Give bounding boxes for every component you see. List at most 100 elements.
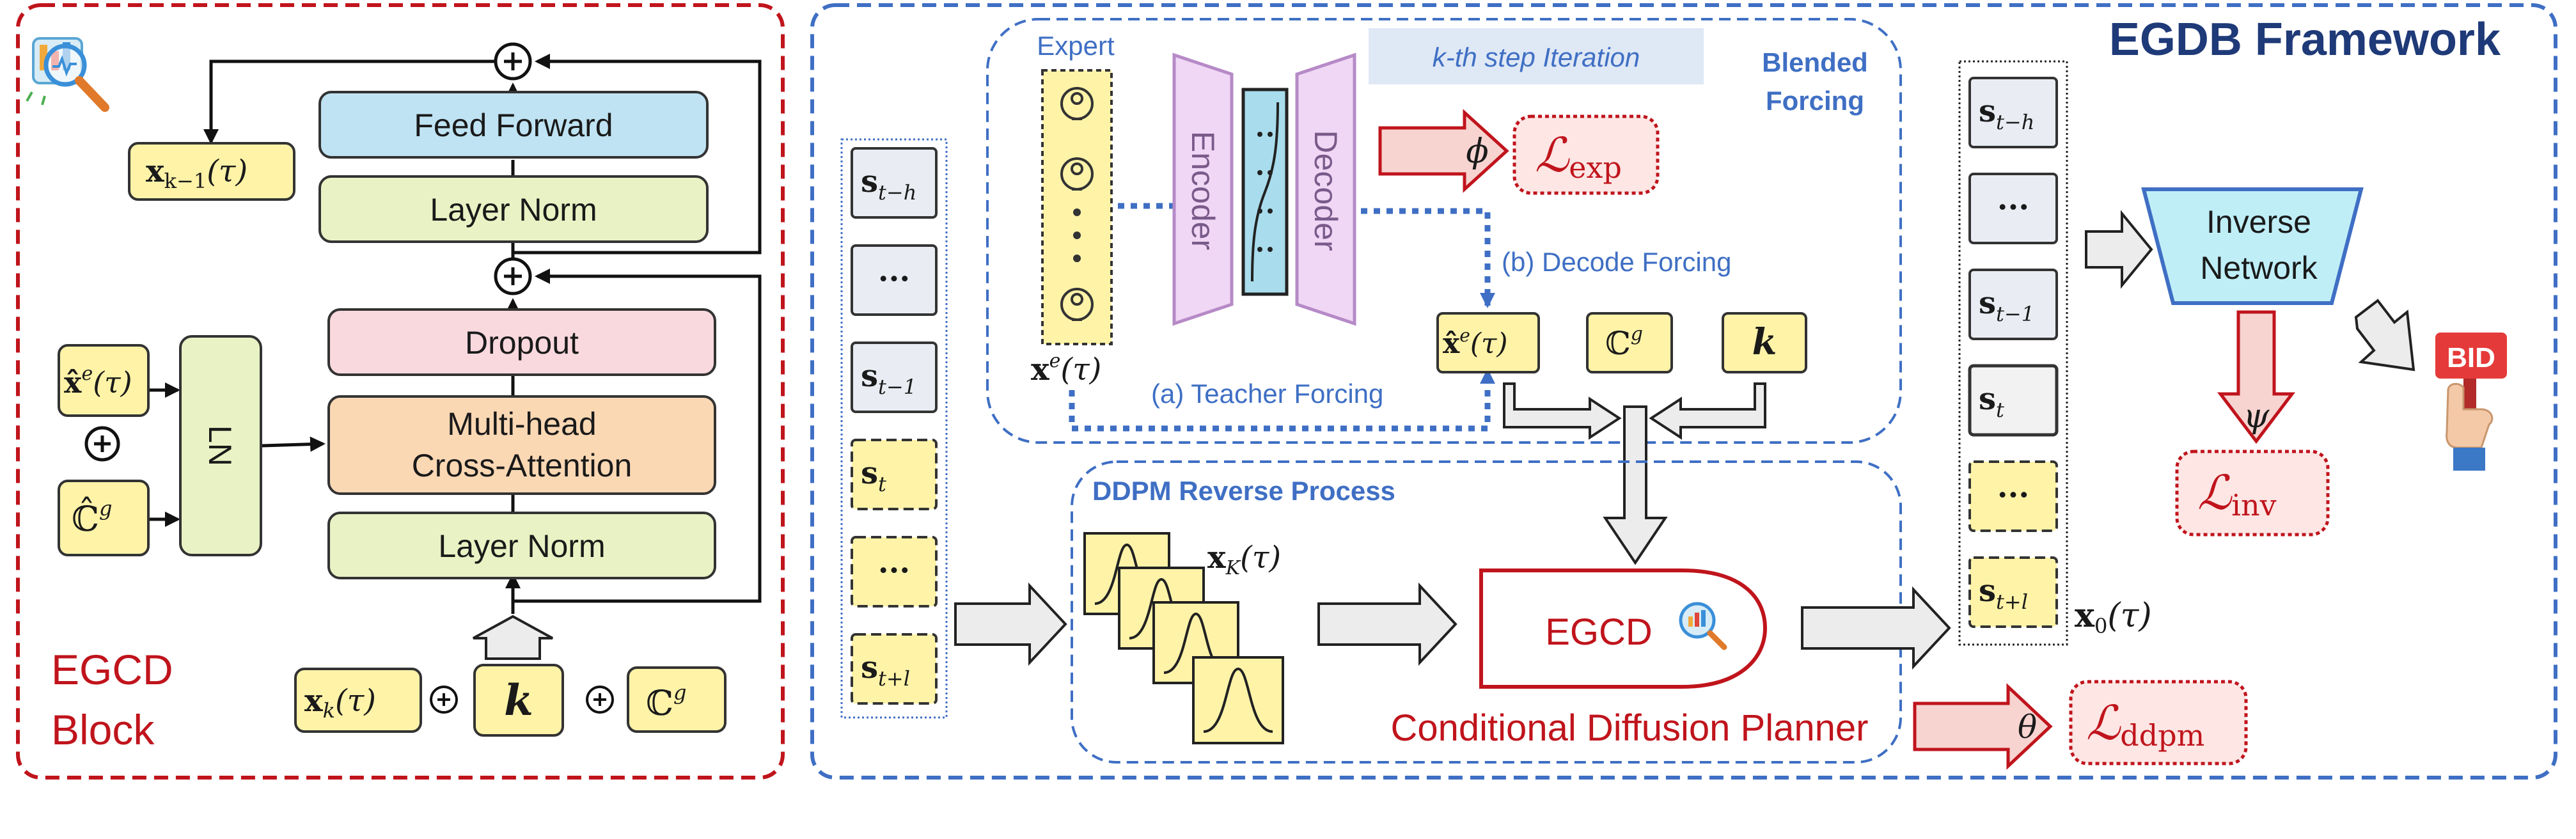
left-state-label: st−h xyxy=(861,164,916,205)
add-bottom-2-icon xyxy=(586,686,614,714)
xe-label: xe(τ) xyxy=(1031,350,1101,388)
egcd-magnifier-icon xyxy=(1679,602,1727,650)
x-k-minus-1-label: xk−1(τ) xyxy=(146,153,247,193)
egdb-framework-title: EGDB Framework xyxy=(2109,14,2501,65)
right-state-label: st xyxy=(1979,381,2004,422)
blended-forcing-label-2: Forcing xyxy=(1766,86,1864,116)
layer-norm-top-label: Layer Norm xyxy=(430,192,597,228)
merge-down-arrow xyxy=(1603,405,1668,565)
bid-paddle-icon: BID xyxy=(2435,333,2507,471)
right-state-label: st−h xyxy=(1979,93,2034,134)
expert-label: Expert xyxy=(1037,31,1115,61)
c-hat-box xyxy=(58,480,150,556)
ddpm-title: DDPM Reverse Process xyxy=(1092,476,1395,506)
right-state-box xyxy=(1968,364,2059,437)
loss-inv-box xyxy=(2175,450,2330,537)
phi-arrow xyxy=(1378,109,1509,193)
egcd-connectors xyxy=(148,54,762,614)
loss-inv-label: ℒinv xyxy=(2197,466,2277,522)
decoder-block xyxy=(1295,52,1356,326)
left-state-label: st−1 xyxy=(861,358,916,399)
kth-iteration-banner xyxy=(1369,28,1704,84)
inverse-to-bid-arrow xyxy=(2354,299,2415,372)
egcd-block-title-2: Block xyxy=(51,706,155,753)
states-to-ddpm-arrow xyxy=(954,582,1067,666)
expert-column xyxy=(1041,69,1113,345)
add-mid-icon xyxy=(494,257,532,295)
left-state-box xyxy=(851,633,938,705)
xk-input-box xyxy=(294,668,422,733)
right-state-label: ··· xyxy=(1997,477,2029,513)
right-state-box xyxy=(1968,173,2058,244)
left-state-label: st+l xyxy=(861,650,910,691)
right-state-box xyxy=(1968,77,2058,148)
egcd-block-panel xyxy=(16,3,785,780)
right-state-label: st−1 xyxy=(1979,285,2034,326)
states-left-group: st−h ··· st−1 st ··· st+l xyxy=(851,147,938,705)
phi-label: ϕ xyxy=(1466,132,1488,171)
kth-iteration-label: k-th step Iteration xyxy=(1433,42,1640,72)
egcd-planner-shape xyxy=(1479,568,1768,689)
theta-label: θ xyxy=(2018,709,2037,746)
add-bottom-1-icon xyxy=(430,686,458,714)
cg-box xyxy=(1586,312,1673,373)
layer-norm-bottom-block xyxy=(327,512,716,579)
loss-exp-label: ℒexp xyxy=(1535,128,1622,185)
blended-forcing-region xyxy=(986,18,1902,444)
loss-ddpm-label: ℒddpm xyxy=(2086,696,2204,753)
x0-label: x0(τ) xyxy=(2075,596,2152,638)
inverse-network-block xyxy=(2141,187,2364,305)
right-state-label: ··· xyxy=(1997,189,2029,225)
xe-hat-forcing-box xyxy=(1436,312,1540,373)
theta-arrow xyxy=(1913,683,2053,770)
decode-forcing-label: (b) Decode Forcing xyxy=(1502,247,1731,277)
encoder-label: Encoder xyxy=(1185,131,1221,250)
magnifier-chart-icon xyxy=(26,37,109,112)
left-state-box xyxy=(851,244,938,316)
psi-arrow xyxy=(2217,310,2296,444)
left-state-label: ··· xyxy=(878,553,910,588)
egcd-to-states-arrow xyxy=(1801,586,1951,670)
right-state-box xyxy=(1968,269,2058,340)
left-state-label: st xyxy=(861,455,886,496)
ddpm-curve-stack xyxy=(1083,532,1284,744)
xe-hat-box xyxy=(58,344,150,417)
dropout-block xyxy=(327,308,716,376)
feed-forward-label: Feed Forward xyxy=(414,107,613,143)
mha-label-2: Cross-Attention xyxy=(412,448,632,483)
ln-label: LN xyxy=(202,425,238,466)
right-state-label: st+l xyxy=(1979,573,2028,614)
states-right-group: st−h ··· st−1 st ··· st+l xyxy=(1968,77,2059,628)
left-state-box xyxy=(851,341,938,413)
states-left-column xyxy=(840,138,948,719)
k-box xyxy=(1722,312,1807,373)
ln-block xyxy=(179,335,262,556)
input-up-arrow xyxy=(473,615,553,660)
loss-ddpm-box xyxy=(2069,680,2248,765)
c-input-label: ℂg xyxy=(646,680,686,723)
latent-dots-icon xyxy=(1257,132,1273,252)
k-label: k xyxy=(1752,321,1777,363)
xk-input-label: xk(τ) xyxy=(304,683,376,723)
cg-label: ℂg xyxy=(1605,323,1643,362)
mha-label-1: Multi-head xyxy=(447,406,596,442)
left-state-label: ··· xyxy=(878,261,910,297)
layer-norm-bottom-label: Layer Norm xyxy=(438,528,605,564)
merge-right-arrow xyxy=(1649,382,1766,440)
loss-exp-box xyxy=(1512,114,1660,195)
egcd-planner-label: EGCD xyxy=(1545,611,1653,653)
left-state-box xyxy=(851,439,938,510)
decode-forcing-dotted xyxy=(1361,208,1495,308)
xK-label: xK(τ) xyxy=(1207,540,1281,579)
c-hat-label: ℂ̂g xyxy=(72,496,112,539)
c-input-box xyxy=(627,666,726,733)
bid-label: BID xyxy=(2447,342,2495,373)
k-input-box xyxy=(473,664,564,737)
right-state-box xyxy=(1968,460,2058,532)
xe-hat-label: x̂e(τ) xyxy=(64,363,132,400)
planner-label: Conditional Diffusion Planner xyxy=(1391,707,1869,749)
teacher-forcing-dotted xyxy=(1069,368,1495,432)
egcd-block-title-1: EGCD xyxy=(51,646,173,693)
k-input-label: k xyxy=(504,675,533,725)
